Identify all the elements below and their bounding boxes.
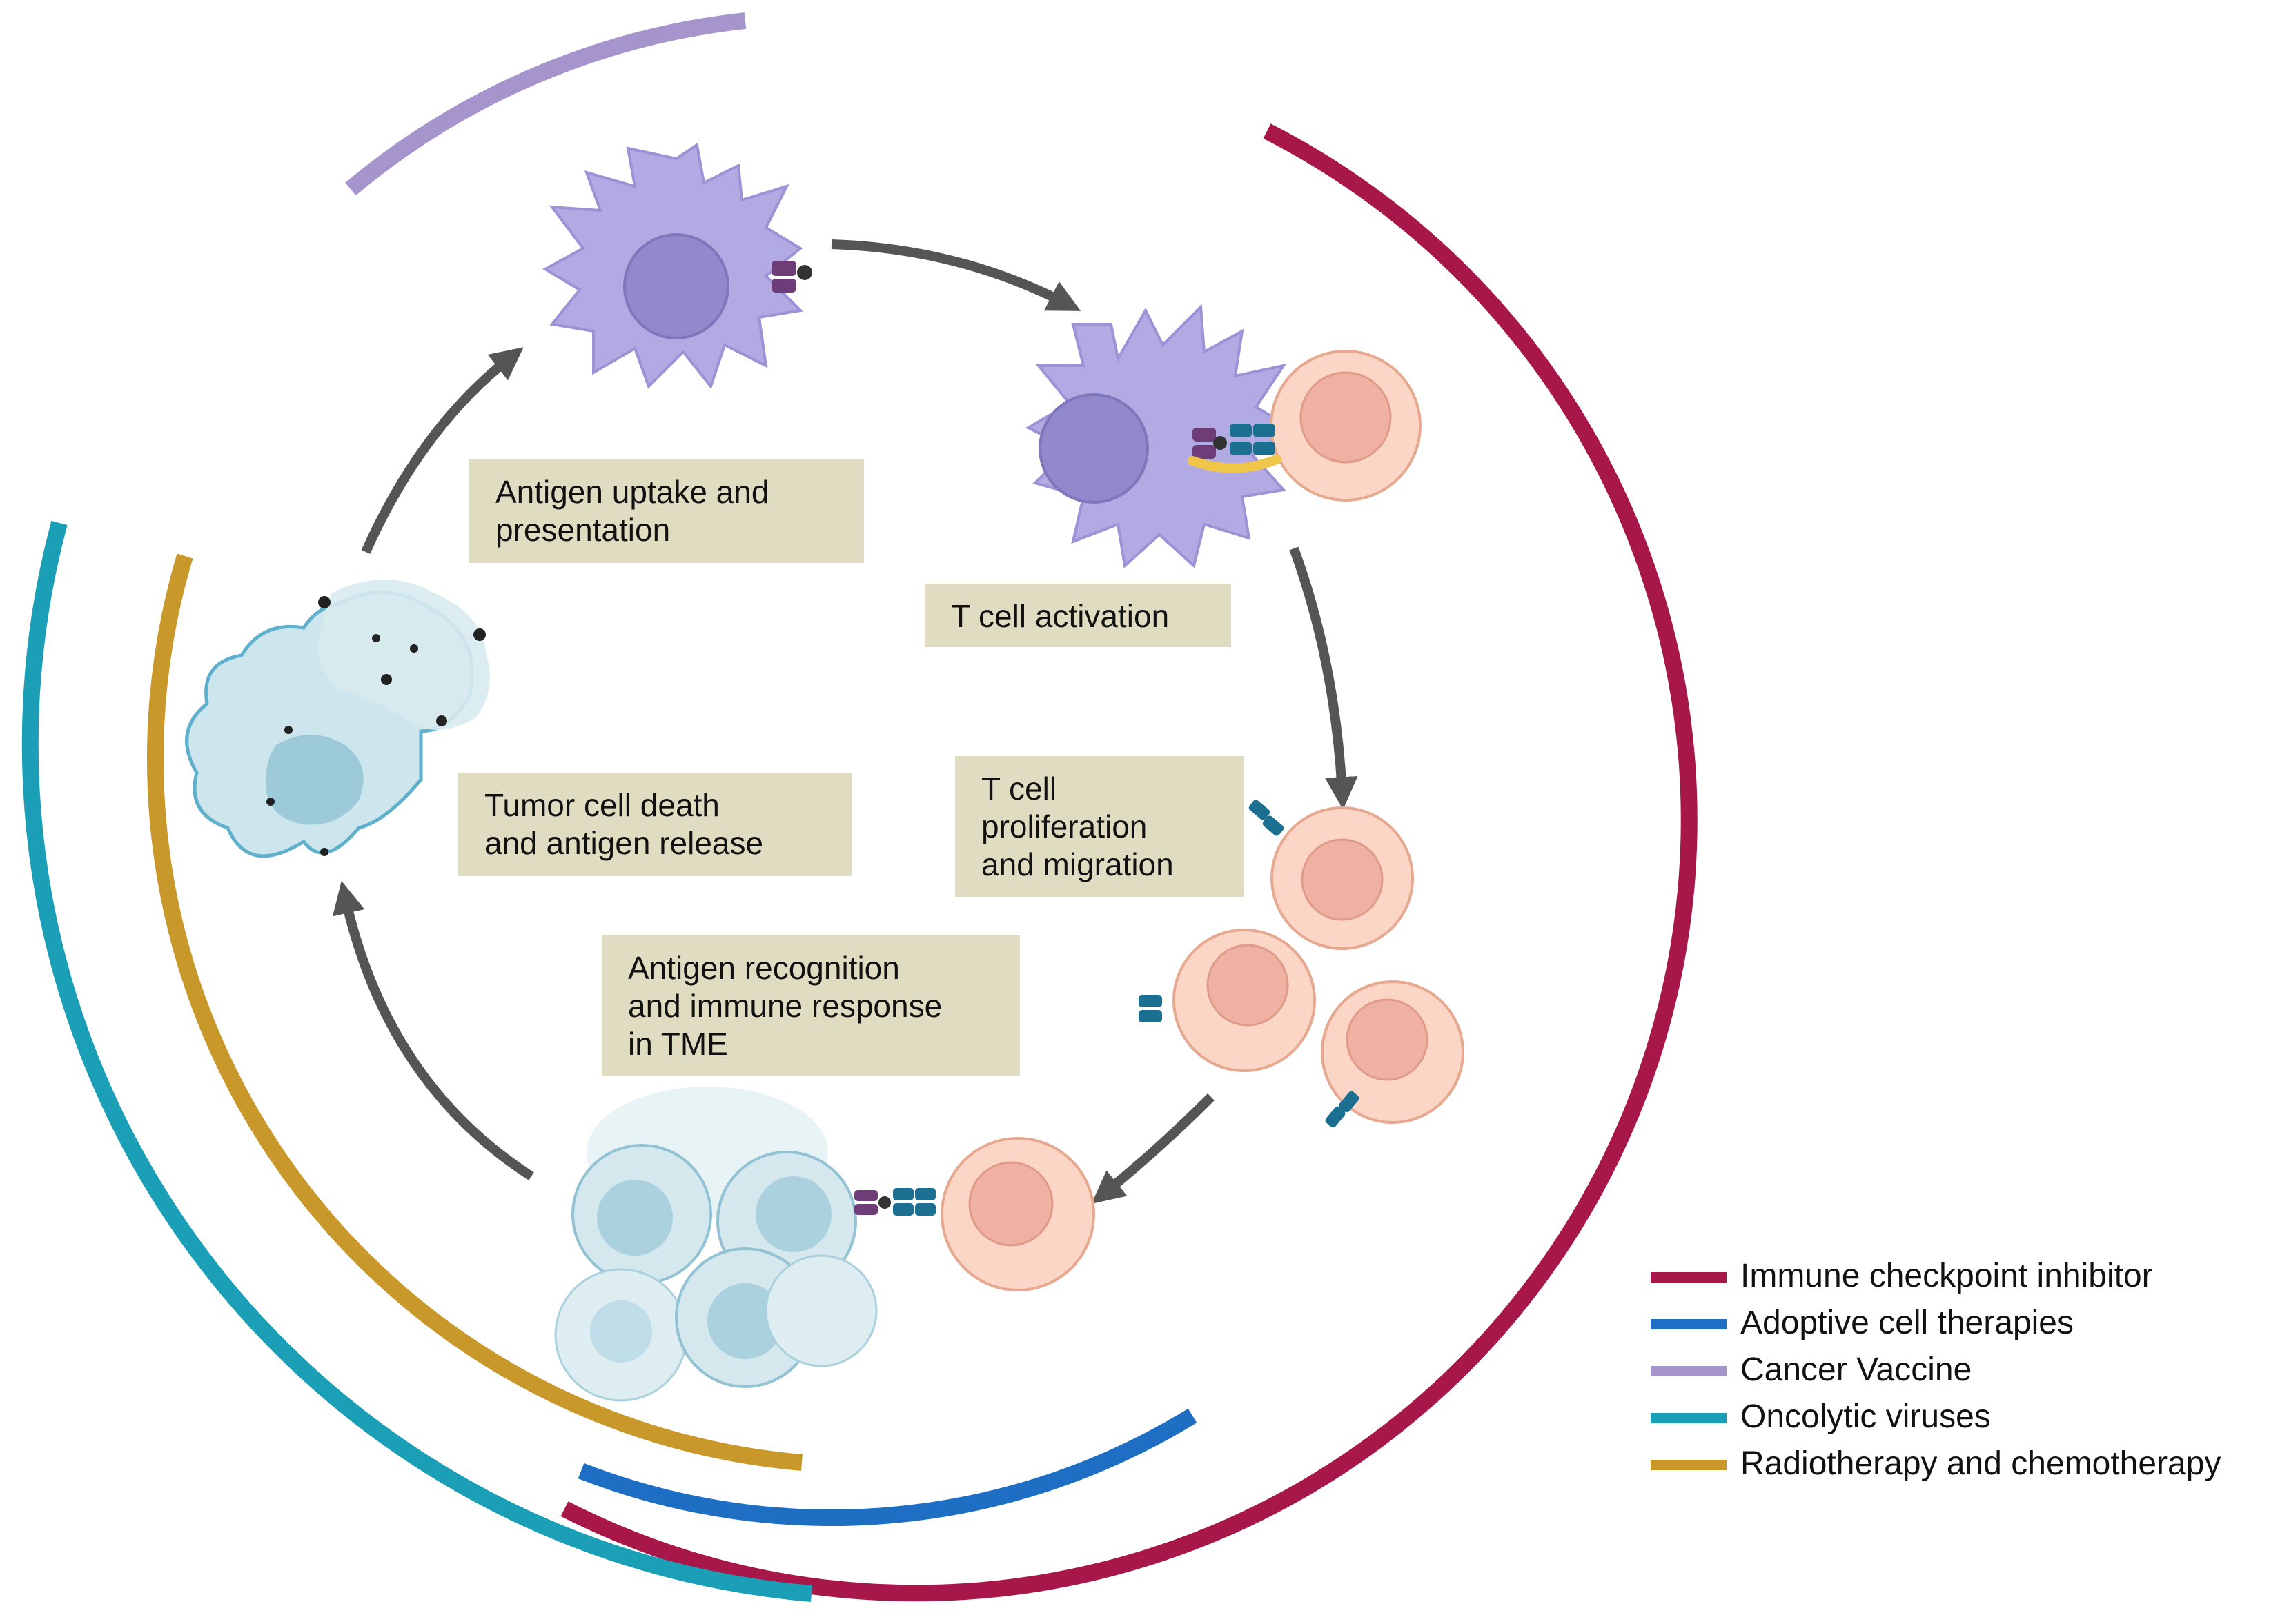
radiotherapy-chemotherapy-arc [147,553,803,1471]
dendritic-cell-activation [1025,304,1293,568]
legend-label: Oncolytic viruses [1740,1398,1991,1435]
step-antigen-recognition-line-3: in TME [628,1026,728,1062]
step-tumor-cell-death: Tumor cell death and antigen release [458,773,852,876]
step-antigen-recognition: Antigen recognition and immune response … [602,935,1020,1076]
legend-swatch [1651,1319,1727,1329]
immune-checkpoint-inhibitor-arc [560,123,1698,1602]
legend-swatch [1651,1413,1727,1423]
immune-synapse-tumor [854,1188,936,1216]
cycle-arrow-to-uptake [361,347,524,554]
step-antigen-uptake-line-1: Antigen uptake and [495,474,769,510]
mhc-molecule [772,261,812,293]
legend-label: Adoptive cell therapies [1740,1305,2074,1341]
t-cell-attacking [941,1137,1095,1291]
t-cell-proliferating-2 [1139,929,1316,1072]
step-t-cell-proliferation-line-3: and migration [981,846,1174,882]
cycle-arrow-to-death [332,880,534,1180]
legend-label: Immune checkpoint inhibitor [1740,1258,2153,1294]
t-cell-proliferating-1 [1248,800,1414,950]
dendritic-cell-uptake [542,142,812,390]
legend-item-immune-checkpoint-inhibitor: Immune checkpoint inhibitor [1651,1256,2272,1297]
step-t-cell-proliferation-line-2: proliferation [981,809,1148,844]
legend-swatch [1651,1460,1727,1470]
immune-synapse-activation [1188,424,1281,473]
legend-label: Radiotherapy and chemotherapy [1740,1445,2221,1482]
step-antigen-recognition-line-1: Antigen recognition [628,950,900,986]
step-antigen-recognition-line-2: and immune response [628,988,943,1024]
legend-item-radiotherapy-chemotherapy: Radiotherapy and chemotherapy [1651,1443,2272,1485]
legend-label: Cancer Vaccine [1740,1351,1972,1388]
step-t-cell-activation: T cell activation [925,584,1231,647]
step-t-cell-proliferation: T cell proliferation and migration [955,756,1244,897]
step-tumor-cell-death-line-1: Tumor cell death [484,787,720,823]
t-cell-proliferating-3 [1321,980,1464,1128]
t-cell-activation [1270,350,1422,502]
cancer-vaccine-arc [345,12,747,196]
legend-item-adoptive-cell-therapies: Adoptive cell therapies [1651,1303,2272,1344]
adoptive-cell-therapies-arc [578,1408,1197,1526]
oncolytic-viruses-arc [21,520,813,1602]
step-tumor-cell-death-line-2: and antigen release [484,825,764,861]
step-t-cell-proliferation-line-1: T cell [981,771,1057,806]
step-antigen-uptake: Antigen uptake and presentation [469,459,864,563]
cycle-arrow-to-proliferation [1289,546,1358,810]
dying-tumor-cell [185,580,490,858]
cycle-arrow-to-recognition [1091,1093,1215,1205]
legend-item-cancer-vaccine: Cancer Vaccine [1651,1349,2272,1391]
legend-item-oncolytic-viruses: Oncolytic viruses [1651,1396,2272,1438]
legend-swatch [1651,1366,1727,1376]
legend-swatch [1651,1272,1727,1283]
step-antigen-uptake-line-2: presentation [495,512,671,548]
step-t-cell-activation-line-1: T cell activation [951,598,1170,634]
cycle-arrow-to-activation [831,239,1081,311]
tumor-cell-cluster [554,1087,878,1402]
